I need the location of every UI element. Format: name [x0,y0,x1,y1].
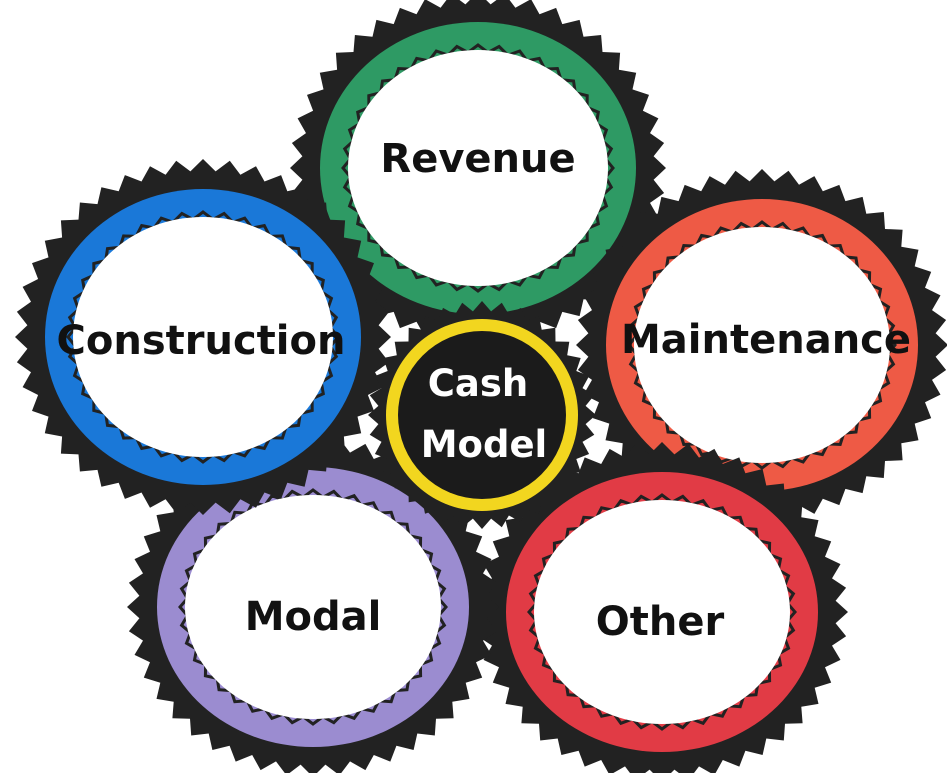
center-label-line-2: Model [421,423,548,466]
gear-other-face [534,500,790,724]
gear-modal-label: Modal [245,594,382,640]
gear-modal-inner-teeth [178,488,448,726]
gear-construction-inner-teeth [66,210,340,464]
center-gear-hub [398,331,566,499]
gear-revenue-inner-teeth [341,43,615,293]
gear-other: Other [476,442,848,773]
gear-maintenance: Maintenance [576,169,947,521]
gear-revenue-label: Revenue [380,136,575,182]
gear-construction-face [73,217,333,457]
center-gear: Cash Model [368,301,596,529]
gear-revenue: Revenue [290,0,666,344]
gear-maintenance-face [634,227,890,463]
gear-other-inner-teeth [527,493,797,731]
gear-modal-face [185,495,441,719]
gear-modal: Modal [127,437,499,773]
gear-other-label: Other [596,599,725,645]
gear-construction-label: Construction [57,318,346,364]
gear-maintenance-inner-teeth [627,220,897,470]
gear-revenue-face [348,50,608,286]
gear-construction: Construction [15,159,391,515]
gear-maintenance-label: Maintenance [621,317,911,363]
center-label-line-1: Cash [428,362,529,405]
